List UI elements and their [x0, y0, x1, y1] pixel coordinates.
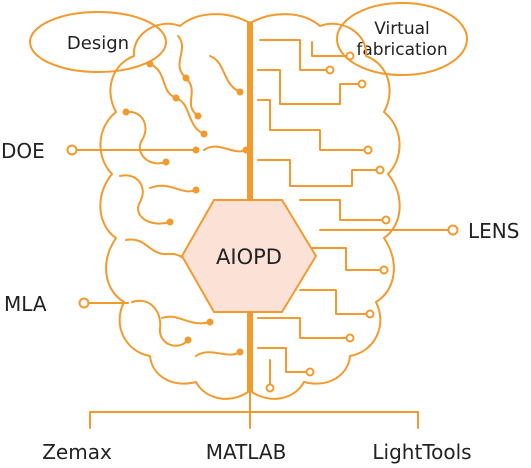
mla-label: MLA	[4, 292, 47, 316]
design-bubble: Design	[29, 11, 167, 73]
aiopd-label: AIOPD	[216, 245, 282, 269]
design-label: Design	[67, 33, 129, 54]
lens-label: LENS	[468, 219, 519, 243]
doe-label: DOE	[1, 139, 45, 163]
virtual-label-line1: Virtual	[374, 19, 430, 39]
doe-connector	[66, 144, 200, 156]
tools-bracket	[89, 394, 419, 429]
lens-connector	[319, 224, 459, 236]
tool-matlab: MATLAB	[206, 440, 287, 464]
right-hemisphere	[251, 13, 401, 400]
aiopd-hexagon: AIOPD	[180, 199, 318, 313]
virtual-label-line2: fabrication	[356, 40, 447, 60]
tool-zemax: Zemax	[42, 440, 112, 464]
mla-connector	[78, 297, 129, 309]
tool-lighttools: LightTools	[372, 440, 471, 464]
virtual-fabrication-bubble: Virtual fabrication	[336, 2, 468, 76]
